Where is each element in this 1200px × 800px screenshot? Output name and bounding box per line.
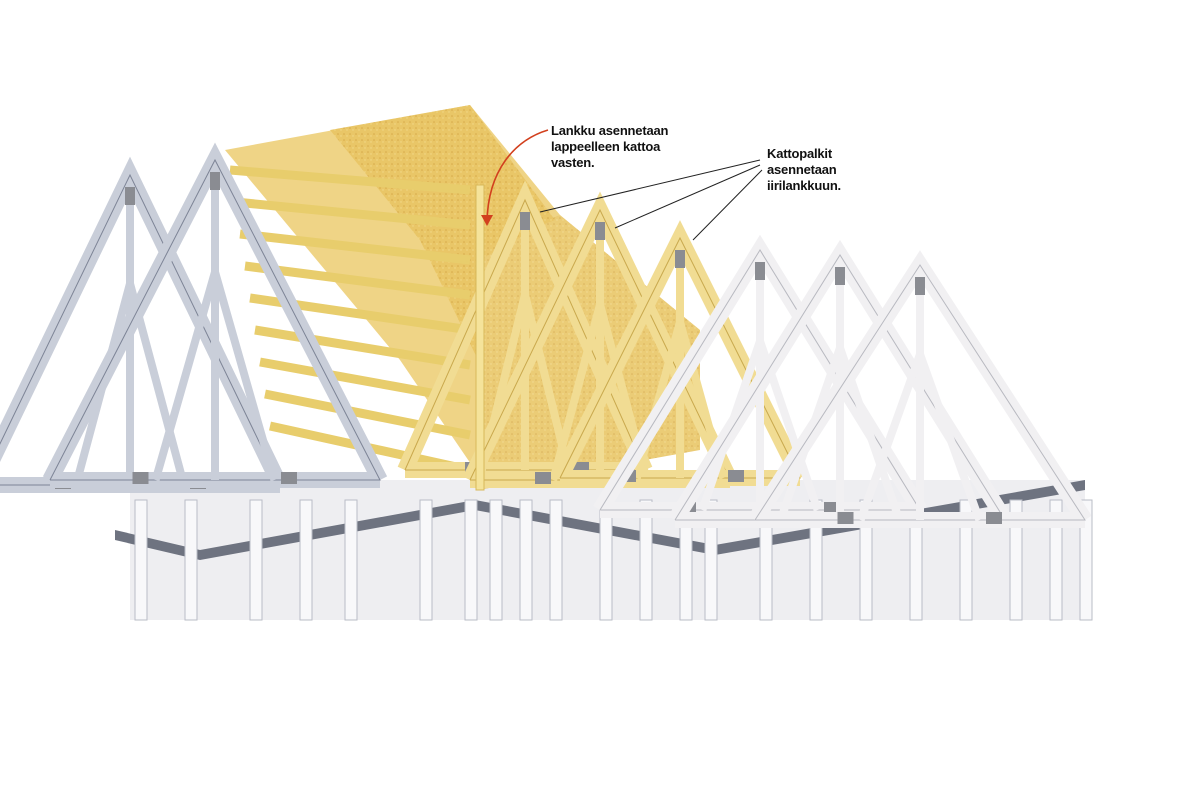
wall-stud [959, 499, 973, 621]
trusses [0, 142, 1092, 528]
wall-stud [344, 499, 358, 621]
wall-stud [639, 499, 653, 621]
roof-batten [264, 389, 471, 440]
wall-stud [464, 499, 478, 621]
truss [42, 142, 388, 488]
wall-stud [299, 499, 313, 621]
arrow-head-icon [481, 215, 493, 226]
wall-stud [184, 499, 198, 621]
wall-stud [419, 499, 433, 621]
leader-lines [481, 129, 763, 241]
wall-stud [489, 499, 503, 621]
wall-stud [549, 499, 563, 621]
wall-stud [249, 499, 263, 621]
roof-batten [239, 229, 471, 265]
wall-stud [1079, 499, 1093, 621]
wall-stud [134, 499, 148, 621]
roof-batten [234, 197, 471, 230]
roof-batten [244, 261, 471, 300]
plank-annotation: Lankku asennetaan lappeelleen kattoa vas… [551, 123, 669, 170]
plank-arrow [486, 129, 549, 223]
wall-stud [1049, 499, 1063, 621]
wall-stud [519, 499, 533, 621]
wall-stud [704, 499, 718, 621]
leader-line-3 [692, 169, 763, 241]
truss [748, 250, 1092, 528]
leader-line-2 [614, 164, 761, 229]
roof-batten [254, 325, 471, 370]
leader-line-1 [539, 159, 761, 213]
plank [475, 184, 485, 491]
roof-batten [229, 165, 471, 195]
trusses-annotation: Kattopalkit asennetaan iirilankkuun. [767, 146, 841, 193]
wall-stud [1009, 499, 1023, 621]
truss [0, 156, 288, 493]
